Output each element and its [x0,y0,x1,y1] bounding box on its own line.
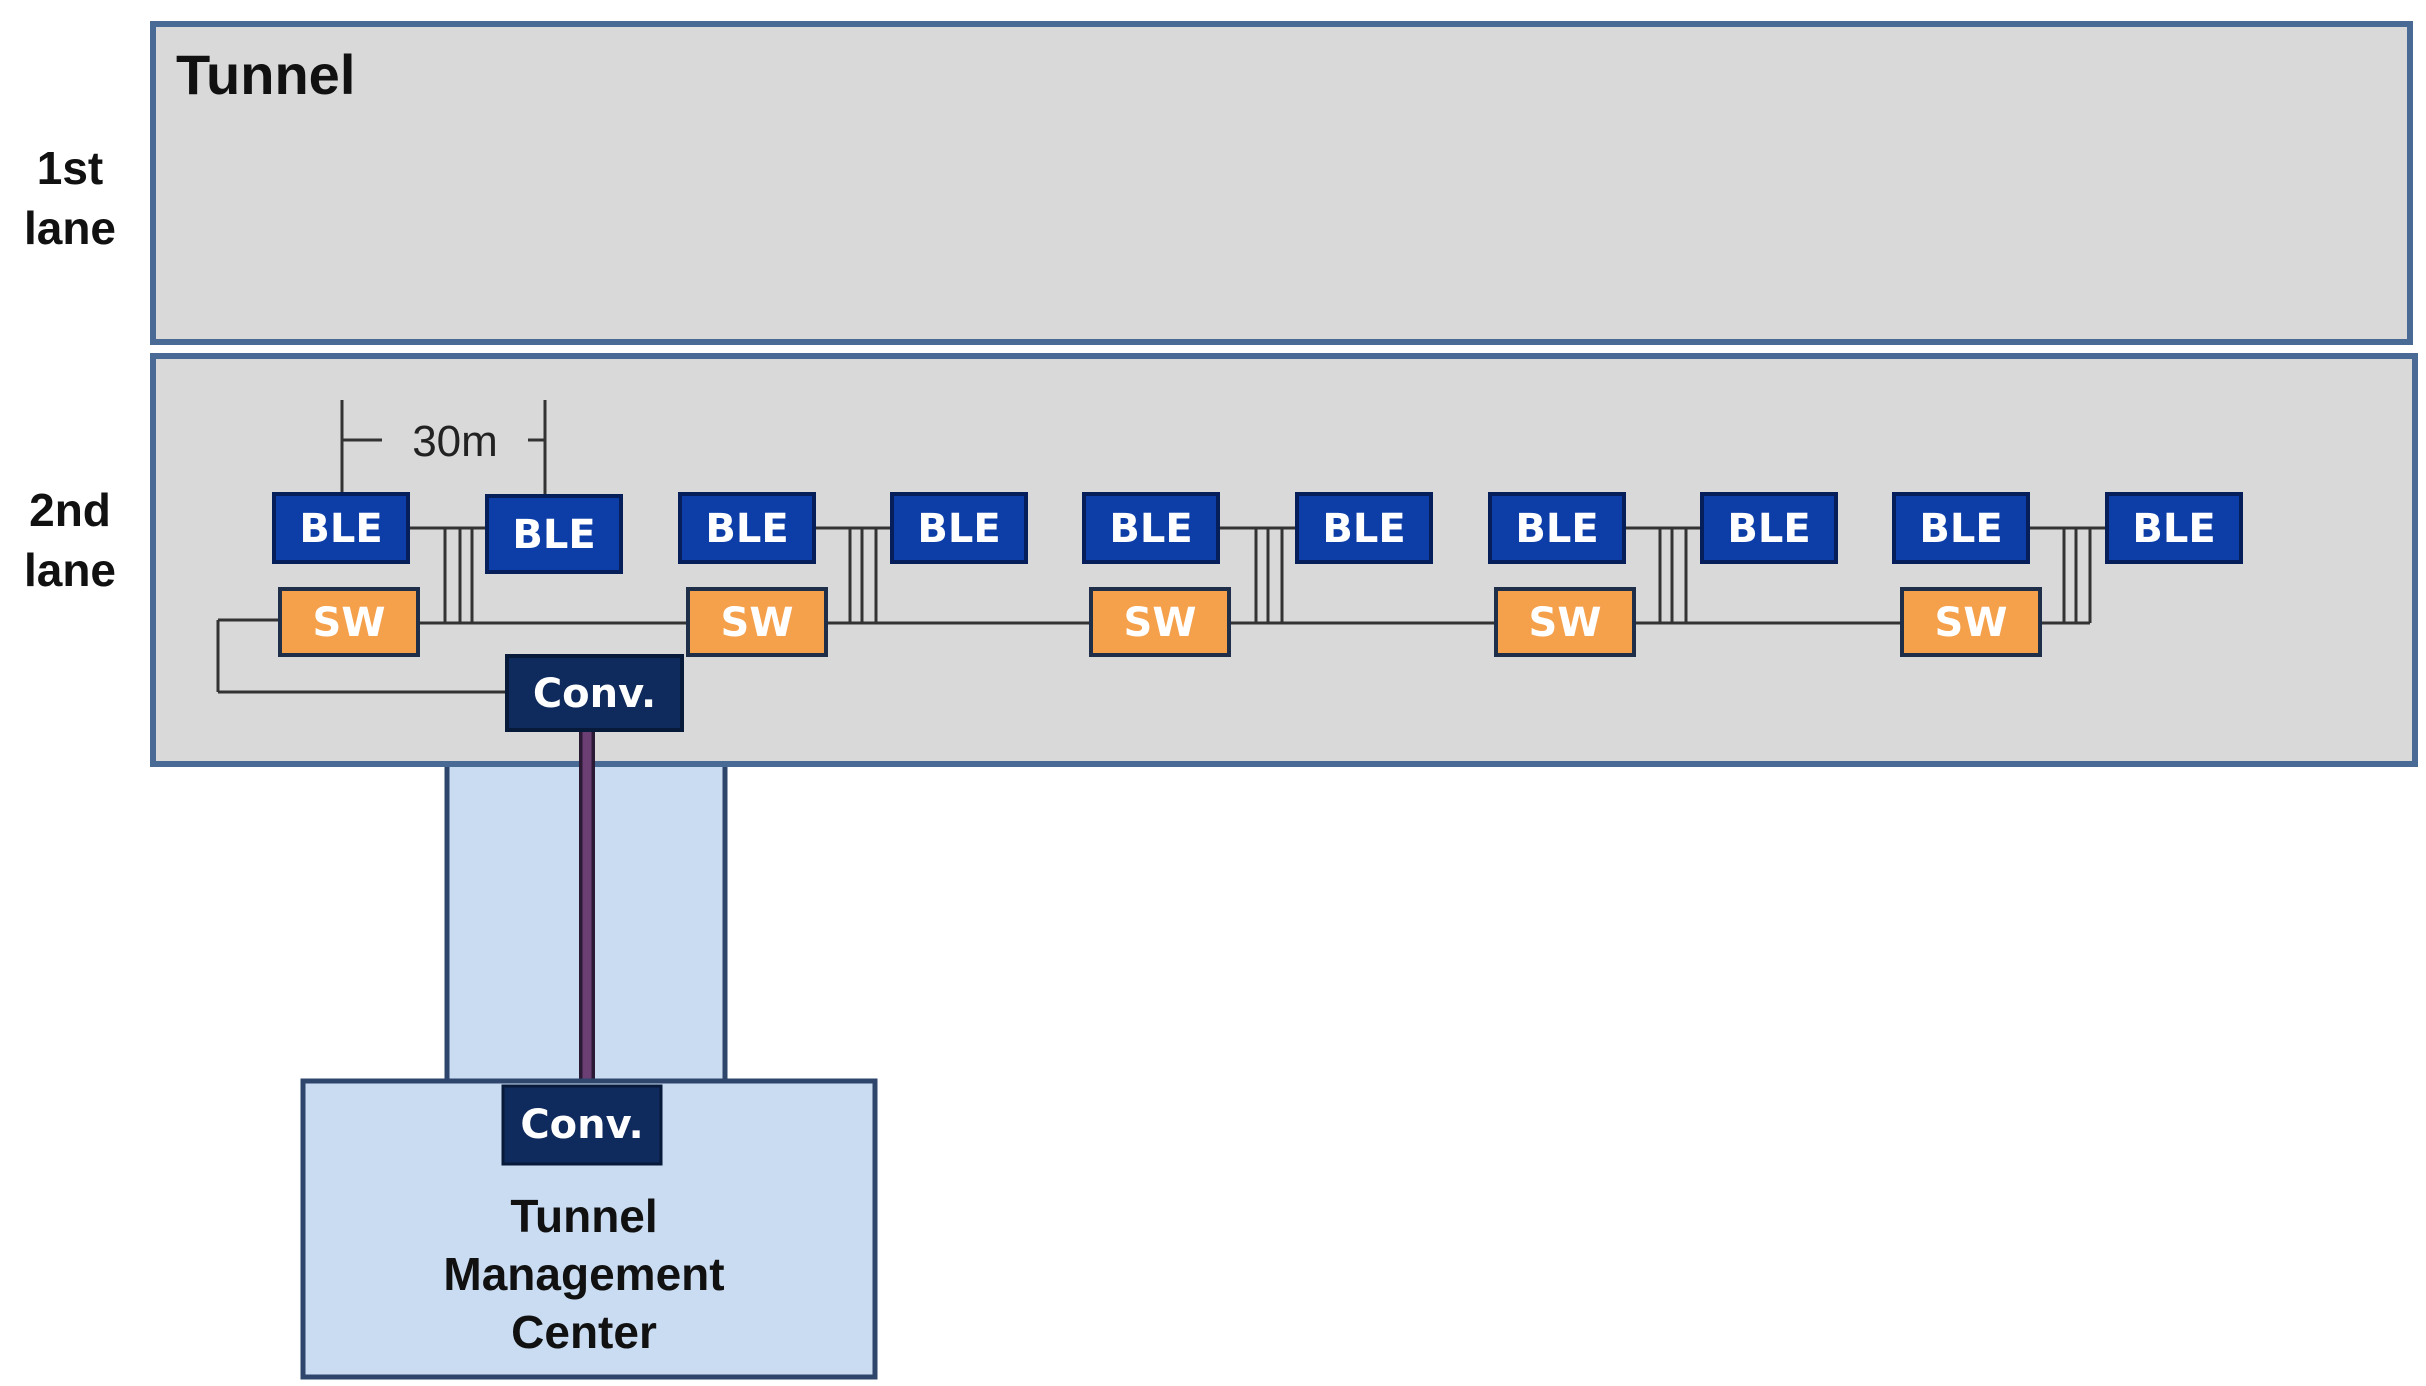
ble-node-9: BLE [1892,492,2030,564]
network-nodes: BLE BLE SW BLE BLE SW BLE BLE SW BLE BLE SW BLE BLE SW… [272,492,2243,732]
ble-node-2: BLE [485,494,623,574]
sw-label-2: SW [721,600,794,646]
sw-node-1: SW [278,587,420,657]
sw-label-4: SW [1529,600,1602,646]
dimension-marker [340,400,547,495]
ble-label-8: BLE [1727,506,1810,552]
ble-label-7: BLE [1515,506,1598,552]
ble-node-1: BLE [272,492,410,564]
ble-box-5 [1082,492,1220,564]
sw-label-5: SW [1935,600,2008,646]
ble-box-6 [1295,492,1433,564]
sw-box-3 [1089,587,1231,657]
ble-box-9 [1892,492,2030,564]
ble-node-5: BLE [1082,492,1220,564]
tunnel-title: Tunnel [176,43,355,106]
sw-label-1: SW [313,600,386,646]
ble-label-3: BLE [705,506,788,552]
sw-label-3: SW [1124,600,1197,646]
ble-label-10: BLE [2132,506,2215,552]
sw-box-4 [1494,587,1636,657]
ble-box-7 [1488,492,1626,564]
center-conv-label: Conv. [520,1102,643,1148]
conv-box-1 [505,654,684,732]
center-conv-node: Conv. [501,1084,663,1166]
center-label-line1: Tunnel [510,1190,657,1242]
sw-box-5 [1900,587,2042,657]
ble-label-1: BLE [299,506,382,552]
ble-box-4 [890,492,1028,564]
lane-2-label-line1: 2nd [29,484,111,536]
ble-label-4: BLE [917,506,1000,552]
dimension-label: 30m [412,417,498,466]
sw-node-5: SW [1900,587,2042,657]
sw-box-1 [278,587,420,657]
lane-2-label-line2: lane [24,544,116,596]
center-label-line3: Center [511,1306,657,1358]
ble-box-3 [678,492,816,564]
ble-label-2: BLE [512,512,595,558]
sw-node-2: SW [686,587,828,657]
sw-node-3: SW [1089,587,1231,657]
sw-box-2 [686,587,828,657]
ble-box-1 [272,492,410,564]
network-wiring [216,526,2107,694]
ble-node-10: BLE [2105,492,2243,564]
ble-node-4: BLE [890,492,1028,564]
conv-node-1: Conv. [505,654,684,732]
ble-label-9: BLE [1919,506,2002,552]
conv-label-1: Conv. [533,671,656,717]
lane-1-box [150,21,2413,345]
ble-node-8: BLE [1700,492,1838,564]
sw-node-4: SW [1494,587,1636,657]
ble-node-6: BLE [1295,492,1433,564]
ble-node-7: BLE [1488,492,1626,564]
lane-1-label-line2: lane [24,202,116,254]
ble-label-6: BLE [1322,506,1405,552]
ble-node-3: BLE [678,492,816,564]
ble-label-5: BLE [1109,506,1192,552]
ble-box-10 [2105,492,2243,564]
ble-box-2 [485,494,623,574]
ble-box-8 [1700,492,1838,564]
center-label-line2: Management [443,1248,724,1300]
lane-1-label-line1: 1st [37,142,103,194]
center-conv-box [501,1084,663,1166]
